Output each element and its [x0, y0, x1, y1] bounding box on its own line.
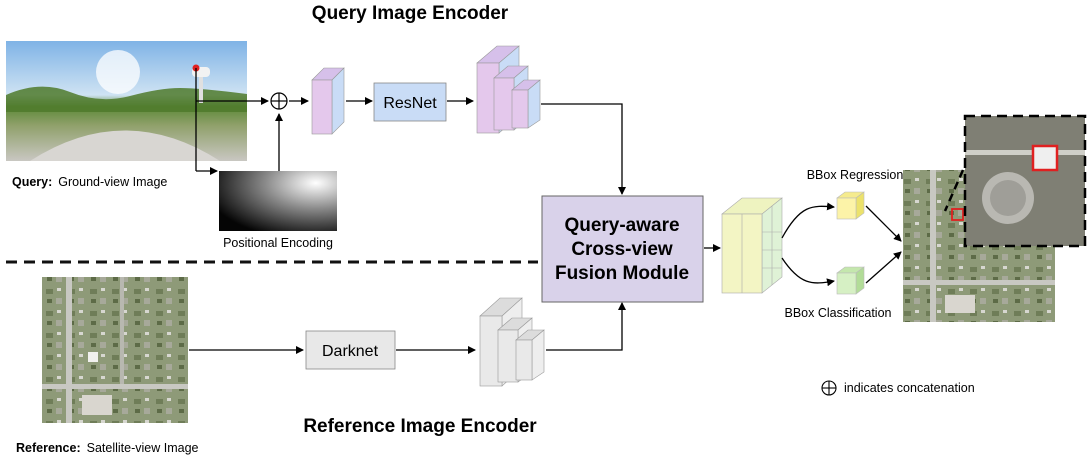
fusion-label-line3: Fusion Module — [555, 263, 689, 284]
fused-feature-block — [721, 197, 783, 294]
darknet-label: Darknet — [322, 343, 379, 360]
reference-caption-text: Satellite-view Image — [87, 441, 199, 455]
bbox-classification-label: BBox Classification — [785, 306, 892, 320]
bbox-regression-cube — [836, 191, 865, 220]
reference-feature-pyramid — [479, 297, 545, 387]
resnet-block — [373, 82, 447, 122]
query-connectors — [195, 68, 309, 175]
concat-feature-slab — [311, 67, 345, 135]
reference-encoder-title: Reference Image Encoder — [303, 416, 537, 437]
bbox-regression-label: BBox Regression — [807, 168, 904, 182]
fusion-label-line1: Query-aware — [564, 215, 679, 236]
resnet-label: ResNet — [383, 95, 437, 112]
query-encoder-title: Query Image Encoder — [312, 3, 509, 24]
reference-caption: Reference: Satellite-view Image — [16, 441, 199, 455]
fusion-module-block — [541, 195, 704, 303]
concat-symbol — [270, 92, 288, 110]
zoomed-inset-image — [943, 114, 1087, 248]
query-feature-pyramid — [476, 45, 541, 134]
darknet-block — [305, 330, 396, 370]
positional-encoding-label: Positional Encoding — [223, 236, 333, 250]
inset-bbox — [1031, 144, 1059, 172]
legend-text: indicates concatenation — [844, 381, 975, 395]
concat-legend: indicates concatenation — [821, 380, 975, 396]
fusion-label-line2: Cross-view — [571, 239, 673, 260]
bbox-classification-cube — [836, 266, 865, 295]
predicted-bbox — [951, 208, 964, 221]
query-caption-prefix: Query: — [12, 175, 52, 189]
satellite-view-image — [42, 277, 188, 423]
query-caption: Query: Ground-view Image — [12, 175, 167, 189]
query-caption-text: Ground-view Image — [58, 175, 167, 189]
reference-caption-prefix: Reference: — [16, 441, 81, 455]
positional-encoding-image — [219, 171, 337, 231]
